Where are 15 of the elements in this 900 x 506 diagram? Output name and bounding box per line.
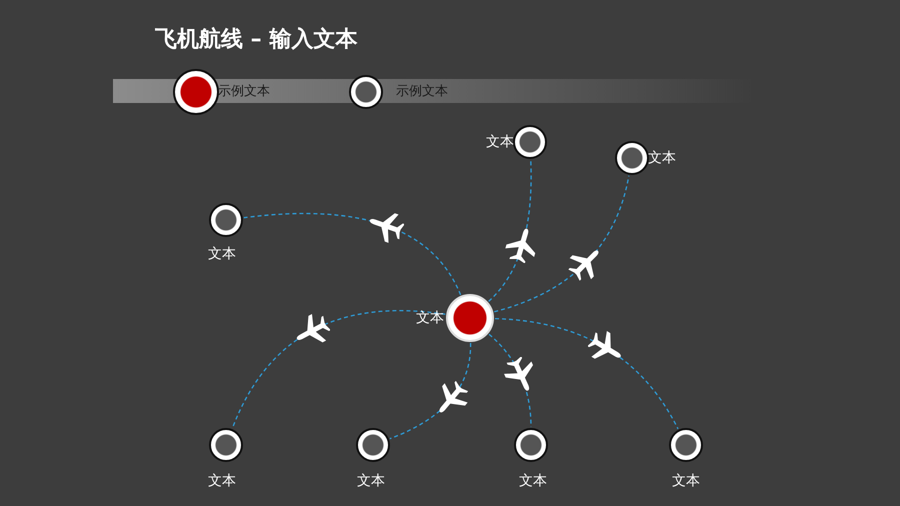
flight-route [494, 318, 679, 430]
node-label: 文本 [208, 246, 236, 262]
node-label: 文本 [672, 473, 700, 489]
node-label: 文本 [486, 134, 514, 150]
flight-route [244, 212, 462, 296]
node-label: 文本 [208, 473, 236, 489]
title: 飞机航线 – 输入文本 [155, 26, 358, 54]
flight-route [232, 310, 446, 428]
flight-route [494, 176, 630, 312]
node-label: 文本 [357, 473, 385, 489]
legend-label: 示例文本 [396, 84, 448, 100]
node-label: 文本 [519, 473, 547, 489]
legend-label: 示例文本 [218, 84, 270, 100]
node-label: 文本 [648, 150, 676, 166]
node-label: 文本 [416, 310, 444, 326]
